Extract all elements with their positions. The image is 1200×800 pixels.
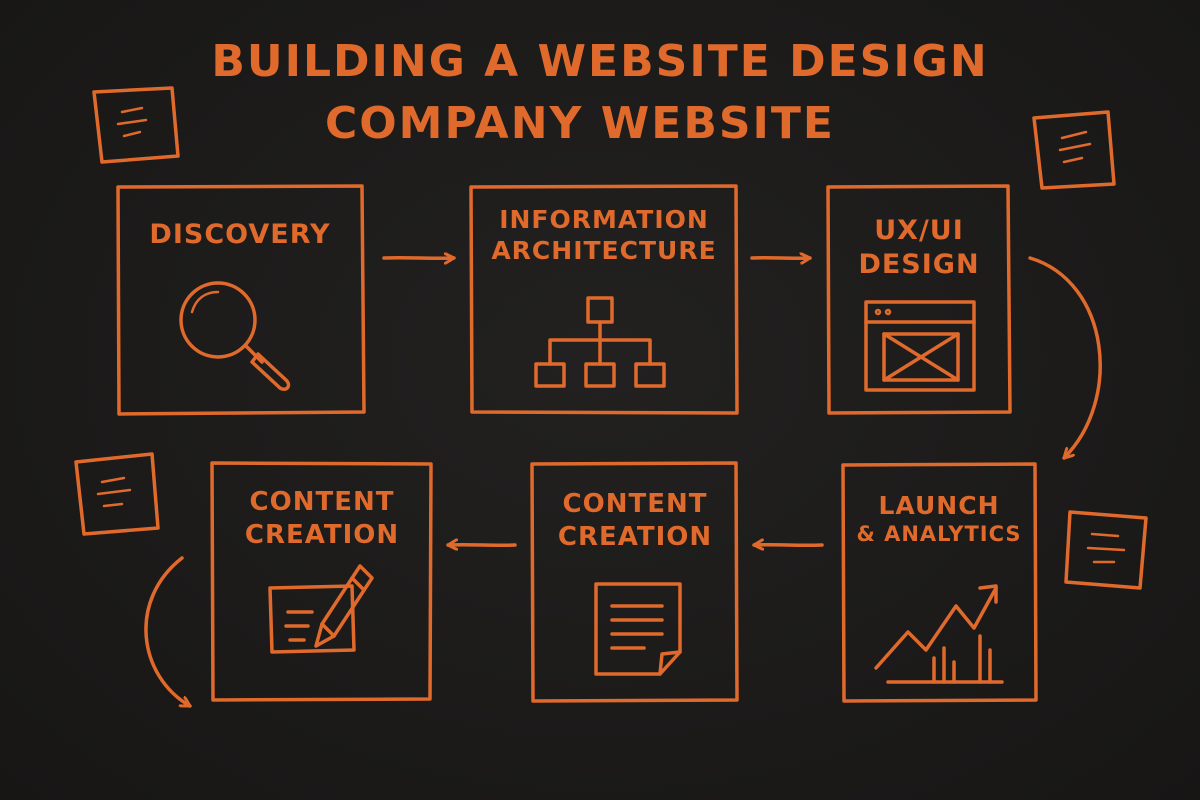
sticky-note-icon <box>74 452 160 536</box>
step-label-discovery: DISCOVERY <box>122 218 358 252</box>
step-label-line: LAUNCH <box>878 491 1000 520</box>
step-box-discovery <box>116 184 366 416</box>
arrow-discovery-to-architecture <box>382 258 456 259</box>
step-label-content-creation-left: CONTENT CREATION <box>216 486 428 551</box>
wireframe-window-icon <box>864 300 976 392</box>
diagram-title-line-2: COMPANY WEBSITE <box>324 98 835 149</box>
step-label-content-creation-middle: CONTENT CREATION <box>536 488 734 553</box>
step-box-information-architecture <box>469 184 739 415</box>
arrow-architecture-to-design <box>750 258 812 259</box>
arrow-launch-to-content <box>752 545 824 546</box>
step-label-ux-ui-design: UX/UI DESIGN <box>832 214 1006 282</box>
step-label-information-architecture: INFORMATION ARCHITECTURE <box>475 204 733 267</box>
step-label-line: INFORMATION <box>499 205 709 234</box>
sticky-note-icon <box>1032 110 1116 190</box>
step-label-launch-analytics: LAUNCH & ANALYTICS <box>846 490 1032 548</box>
arrow-design-to-launch <box>1028 256 1102 460</box>
step-box-ux-ui-design <box>826 184 1012 415</box>
step-label-line: & ANALYTICS <box>856 522 1022 547</box>
step-box-content-creation-left <box>210 461 433 702</box>
magnifier-icon <box>179 281 291 392</box>
trend-chart-icon <box>874 584 1004 684</box>
step-box-launch-analytics <box>841 462 1038 703</box>
step-label-line: CONTENT <box>562 489 708 519</box>
edit-document-icon <box>268 564 374 654</box>
step-label-line: DISCOVERY <box>149 219 331 250</box>
step-label-line: UX/UI <box>874 215 964 246</box>
step-label-line: DESIGN <box>858 248 980 280</box>
arrow-content-to-content <box>446 545 517 546</box>
arrow-content-exit <box>144 556 192 708</box>
step-label-line: CONTENT <box>249 487 395 517</box>
document-icon <box>594 582 682 676</box>
step-label-line: CREATION <box>244 519 400 550</box>
step-box-content-creation-middle <box>530 461 739 703</box>
sitemap-icon <box>534 296 666 388</box>
step-label-line: ARCHITECTURE <box>491 236 717 266</box>
diagram-title-line-1: BUILDING A WEBSITE DESIGN <box>211 36 989 87</box>
step-label-line: CREATION <box>557 521 713 552</box>
sticky-note-icon <box>1064 510 1148 590</box>
sticky-note-icon <box>92 86 180 164</box>
